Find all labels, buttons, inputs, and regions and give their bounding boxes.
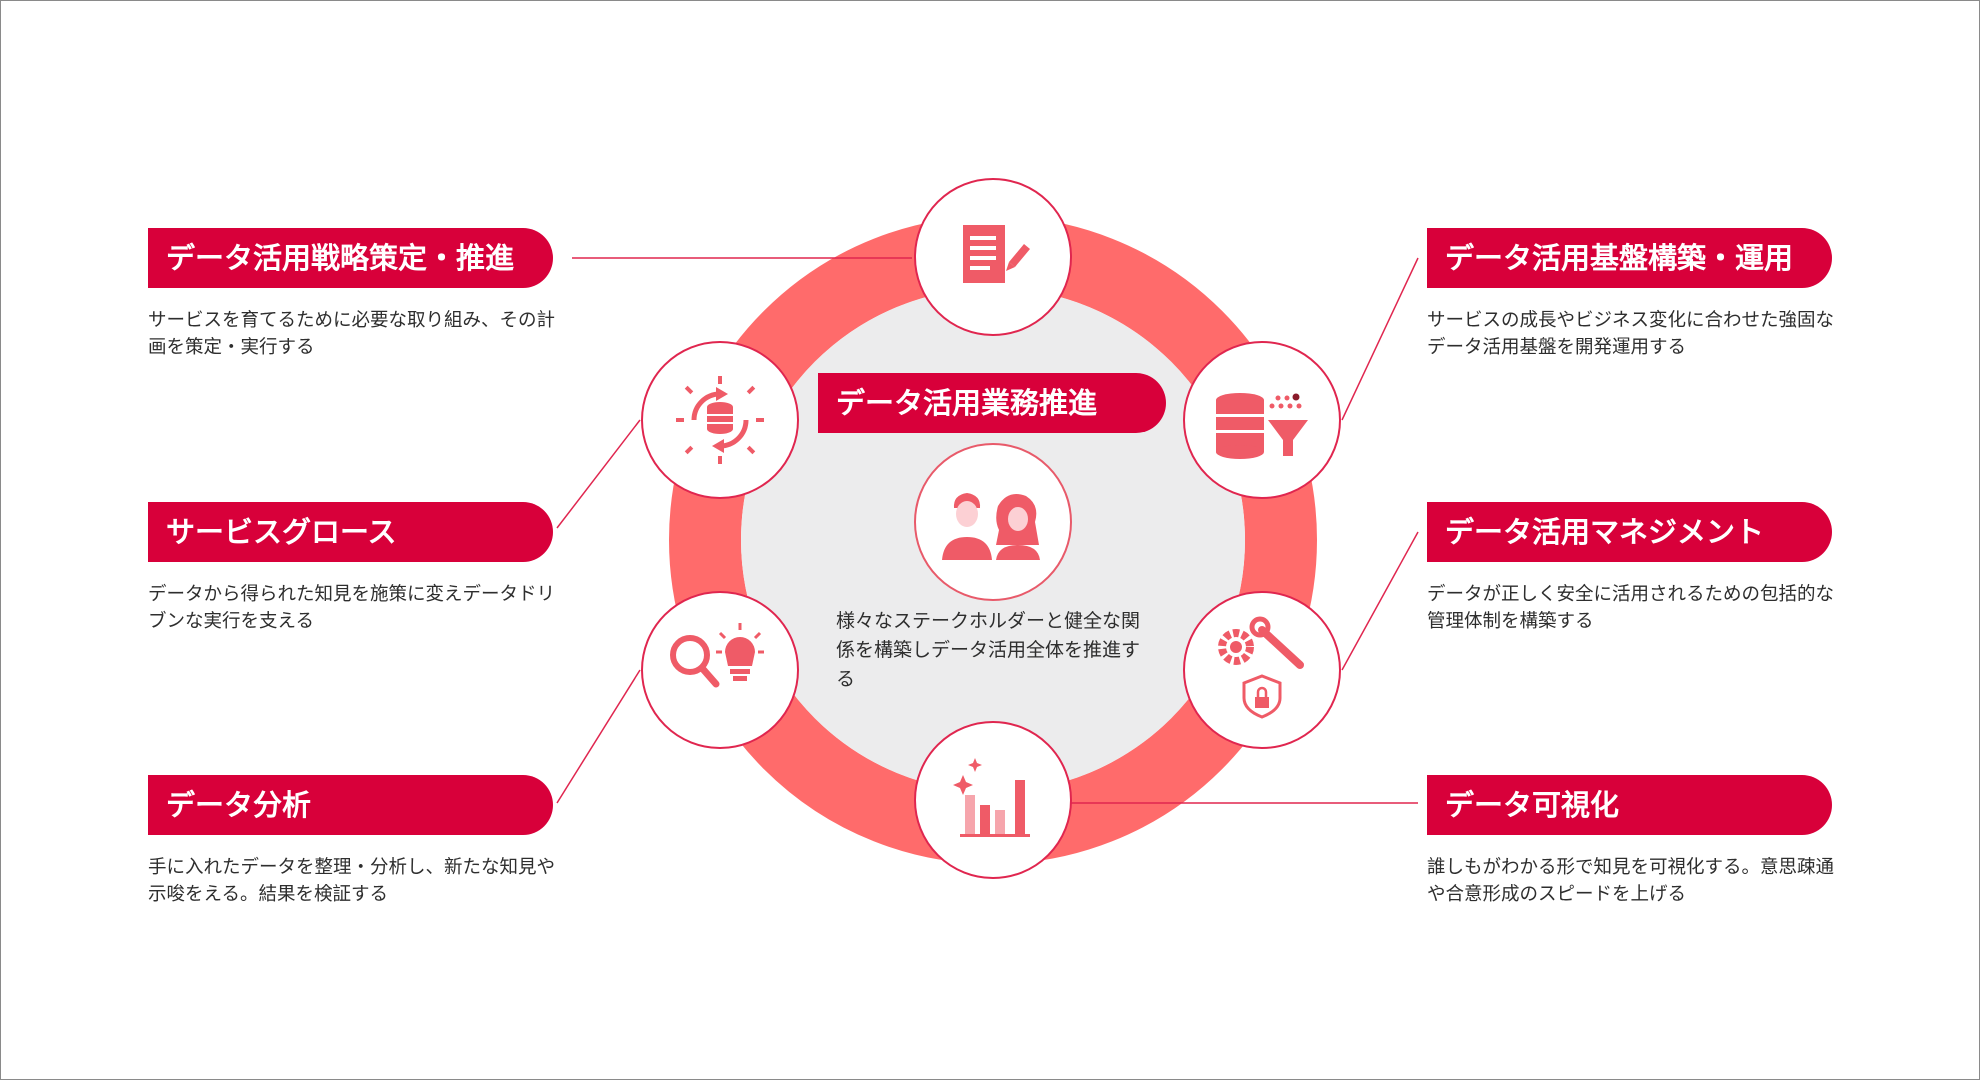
connector-line-infra: [1341, 257, 1419, 421]
document-pen-icon: [963, 225, 1030, 283]
circle-management: [1183, 591, 1341, 749]
label-infra: データ活用基盤構築・運用: [1427, 228, 1832, 288]
connector-lines: [556, 257, 1419, 804]
database-funnel-icon: [1216, 393, 1308, 459]
connector-line-growth: [556, 419, 641, 529]
label-management: データ活用マネジメント: [1427, 502, 1832, 562]
desc-visualization: 誰しもがわかる形で知見を可視化する。意思疎通や合意形成のスピードを上げる: [1427, 857, 1835, 905]
label-visualization: データ可視化: [1427, 775, 1832, 835]
connector-line-analysis: [556, 669, 641, 804]
gear-wrench-shield-icon: [1218, 616, 1304, 719]
center-label: データ活用業務推進: [818, 373, 1166, 433]
desc-infra: サービスの成長やビジネス変化に合わせた強固なデータ活用基盤を開発運用する: [1427, 310, 1835, 358]
label-growth: サービスグロース: [148, 502, 553, 562]
database-cycle-icon: [676, 376, 764, 464]
connector-line-management: [1341, 531, 1419, 671]
desc-strategy: サービスを育てるために必要な取り組み、その計画を策定・実行する: [148, 310, 556, 358]
circle-analysis: [641, 591, 799, 749]
center-description: 様々なステークホルダーと健全な関係を構築しデータ活用全体を推進する: [836, 610, 1141, 690]
label-analysis: データ分析: [148, 775, 553, 835]
bar-chart-sparkle-icon: [953, 758, 1030, 837]
people-icon: [942, 493, 1040, 560]
desc-growth: データから得られた知見を施策に変えデータドリブンな実行を支える: [148, 584, 556, 632]
label-strategy: データ活用戦略策定・推進: [148, 228, 553, 288]
circle-visualization: [914, 721, 1072, 879]
magnifier-bulb-icon: [670, 623, 764, 688]
desc-analysis: 手に入れたデータを整理・分析し、新たな知見や示唆をえる。結果を検証する: [148, 857, 556, 905]
desc-management: データが正しく安全に活用されるための包括的な管理体制を構築する: [1427, 584, 1835, 632]
circle-center: [914, 443, 1072, 601]
